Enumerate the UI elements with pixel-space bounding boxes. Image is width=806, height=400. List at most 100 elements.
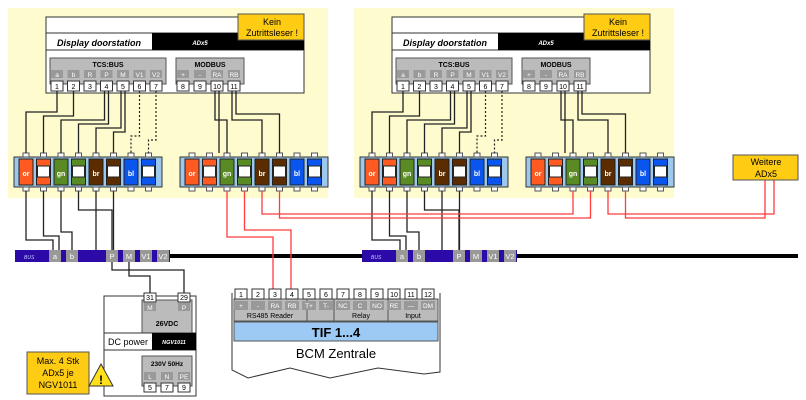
pin-label: b bbox=[72, 72, 76, 79]
pin-label-bg bbox=[574, 70, 586, 78]
connector-nub bbox=[552, 152, 559, 158]
terminal-number: 10 bbox=[213, 84, 221, 91]
connector-nub bbox=[552, 186, 559, 192]
terminal bbox=[370, 288, 384, 300]
terminal-number: 31 bbox=[146, 295, 154, 302]
terminal bbox=[210, 80, 224, 92]
pin-label-bg bbox=[84, 70, 96, 78]
wire-slot bbox=[364, 158, 380, 186]
terminal-number: 4 bbox=[105, 84, 109, 91]
connector-nub bbox=[258, 186, 266, 192]
wire bbox=[60, 191, 73, 250]
connector-nub bbox=[534, 152, 542, 158]
doorstation-title: Display doorstation bbox=[57, 38, 142, 48]
note-line: Zutrittsleser ! bbox=[592, 28, 644, 38]
pin-label-bg bbox=[557, 70, 569, 78]
bus-pin-label: M bbox=[126, 252, 132, 261]
pin-label-bg bbox=[421, 301, 435, 310]
wire bbox=[371, 91, 404, 153]
terminal-number: 5 bbox=[467, 84, 471, 91]
white-insert bbox=[72, 165, 85, 178]
pin-label: + bbox=[181, 72, 185, 79]
connector-nub bbox=[473, 186, 481, 192]
pin-label: V1 bbox=[136, 72, 144, 79]
bus-terminal bbox=[106, 250, 118, 262]
bus-pin-label: M bbox=[473, 252, 479, 261]
pin-label: P bbox=[450, 72, 454, 79]
wire-slot bbox=[635, 158, 651, 186]
pin-label-bg bbox=[268, 301, 282, 310]
terminal bbox=[404, 288, 418, 300]
terminal bbox=[251, 288, 265, 300]
white-insert bbox=[488, 165, 501, 178]
terminal bbox=[302, 288, 316, 300]
pin-label-bg bbox=[178, 372, 190, 380]
wire bbox=[235, 91, 281, 153]
bus-pin-label: a bbox=[53, 252, 58, 261]
terminal bbox=[176, 80, 190, 92]
connector-nub bbox=[456, 152, 463, 158]
connector-nub bbox=[127, 186, 135, 192]
wire bbox=[25, 91, 58, 153]
power-name: DC power bbox=[108, 337, 148, 347]
bus-terminal bbox=[49, 250, 61, 262]
wire bbox=[423, 91, 456, 153]
connector-nub bbox=[438, 186, 446, 192]
pin-label-bg bbox=[144, 372, 156, 380]
wire bbox=[388, 91, 421, 153]
terminal-number: 9 bbox=[544, 84, 548, 91]
connector-nub bbox=[206, 152, 213, 158]
terminal-number: 7 bbox=[341, 292, 345, 299]
pin-label-bg bbox=[430, 70, 442, 78]
pin-label: T+ bbox=[305, 303, 313, 310]
note-line: Zutrittsleser ! bbox=[246, 28, 298, 38]
modbus-label: MODBUS bbox=[540, 62, 571, 69]
bus-terminal bbox=[504, 250, 516, 262]
wire-color-label: br bbox=[605, 171, 612, 178]
terminal bbox=[177, 292, 191, 303]
bus-pin-label: V1 bbox=[488, 252, 497, 261]
terminal-number: 11 bbox=[230, 84, 237, 91]
connector-nub bbox=[92, 152, 100, 158]
pin-label-bg bbox=[540, 70, 552, 78]
bus-pin-label: V1 bbox=[141, 252, 150, 261]
terminal bbox=[336, 288, 350, 300]
terminal-number: 6 bbox=[138, 84, 142, 91]
pin-label: + bbox=[239, 303, 243, 310]
connector-nub bbox=[258, 152, 266, 158]
wire-slot bbox=[53, 158, 69, 186]
wire-slot bbox=[18, 158, 34, 186]
power-model: NGV1011 bbox=[162, 340, 186, 346]
pin-label-bg bbox=[370, 301, 384, 310]
connector-nub bbox=[491, 186, 498, 192]
wire-color-label: gn bbox=[223, 171, 232, 178]
terminal bbox=[227, 80, 241, 92]
pin-label: - bbox=[257, 303, 259, 310]
wire bbox=[60, 91, 106, 153]
connector-nub bbox=[456, 186, 463, 192]
pin-label: - bbox=[545, 72, 547, 79]
connector-nub bbox=[57, 152, 65, 158]
pin-label-bg bbox=[479, 70, 492, 78]
white-insert bbox=[142, 165, 155, 178]
pin-label-bg bbox=[463, 70, 475, 78]
pin-label-bg bbox=[302, 301, 316, 310]
pin-label-bg bbox=[100, 70, 113, 78]
terminal bbox=[387, 288, 401, 300]
bus-pin-label: a bbox=[400, 252, 405, 261]
terminal-number: 3 bbox=[273, 292, 277, 299]
connector-nub bbox=[491, 152, 498, 158]
connector-nub bbox=[145, 152, 152, 158]
terminal-number: 11 bbox=[407, 292, 414, 299]
connector-nub bbox=[293, 186, 301, 192]
pin-label-bg bbox=[117, 70, 129, 78]
white-insert bbox=[107, 165, 120, 178]
terminal bbox=[522, 80, 536, 92]
pin-label: RB bbox=[229, 72, 238, 79]
terminal-number: 8 bbox=[358, 292, 362, 299]
terminal-number: 7 bbox=[154, 84, 158, 91]
terminal-number: 6 bbox=[324, 292, 328, 299]
wire-color-label: gn bbox=[403, 171, 412, 178]
pin-label: P bbox=[182, 305, 186, 312]
pin-label-bg bbox=[144, 303, 156, 311]
